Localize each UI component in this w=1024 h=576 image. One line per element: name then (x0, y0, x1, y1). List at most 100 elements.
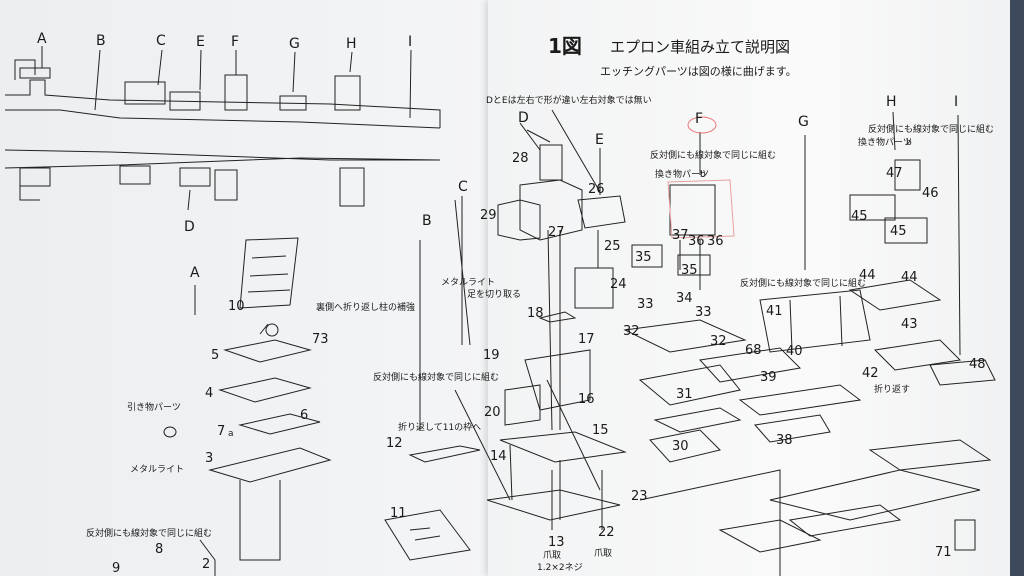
edge-strip (1010, 0, 1024, 576)
marker-a: A (190, 265, 200, 281)
part-35b: 35 (681, 263, 698, 278)
part-25: 25 (604, 239, 621, 254)
part-19: 19 (483, 348, 500, 363)
marker-b: B (422, 213, 432, 229)
part-45b: 45 (890, 224, 907, 239)
right-sheet (488, 0, 1024, 576)
part-20: 20 (484, 405, 501, 420)
part-18: 18 (527, 306, 544, 321)
part-36b: 36 (707, 234, 724, 249)
part-43: 43 (901, 317, 918, 332)
note-fold-to-11: 折り返して11の枠へ (398, 423, 482, 433)
part-8: 8 (155, 542, 164, 557)
label-a: 爪取 (543, 551, 562, 561)
note-d-e-shape: DとEは左右で形が違い左右対象では無い (486, 96, 652, 106)
part-40: 40 (786, 344, 803, 359)
part-48: 48 (969, 357, 986, 372)
note-mirror-h: 反対側にも線対象で同じに組む (868, 125, 995, 135)
overview-marker-g: G (289, 36, 300, 52)
part-10: 10 (228, 299, 245, 314)
note-mirror-left: 反対側にも線対象で同じに組む (373, 373, 500, 383)
marker-d: D (518, 110, 529, 126)
part-4: 4 (205, 386, 214, 401)
page-title: エプロン車組み立て説明図 (610, 38, 791, 56)
part-22: 22 (598, 525, 615, 540)
overview-marker-d: D (184, 219, 195, 235)
part-33a: 33 (637, 297, 654, 312)
marker-g: G (798, 114, 809, 130)
note-mirror-f: 反対側にも線対象で同じに組む (650, 151, 777, 161)
note-mirror-g: 反対側にも線対象で同じに組む (740, 279, 867, 289)
overview-marker-h: H (346, 36, 357, 52)
part-47: 47 (886, 166, 903, 181)
part-28: 28 (512, 151, 529, 166)
part-7: 7 (217, 424, 226, 439)
page-subtitle: エッチングパーツは図の様に曲げます。 (600, 65, 797, 78)
part-2: 2 (202, 557, 211, 572)
part-37: 37 (672, 228, 689, 243)
marker-i: I (954, 94, 959, 110)
note-mirror-bottom: 反対側にも線対象で同じに組む (86, 529, 213, 539)
marker-c: C (458, 179, 468, 195)
part-16: 16 (578, 392, 595, 407)
part-23: 23 (631, 489, 648, 504)
part-34: 34 (676, 291, 693, 306)
marker-e: E (595, 132, 604, 148)
part-46: 46 (922, 186, 939, 201)
part-14: 14 (490, 449, 507, 464)
note-cut-legs: 足を切り取る (467, 290, 522, 300)
part-17: 17 (578, 332, 595, 347)
part-45a: 45 (851, 209, 868, 224)
part-68: 68 (745, 343, 762, 358)
part-36a: 36 (688, 234, 705, 249)
part-41: 41 (766, 304, 783, 319)
label-b: 爪取 (594, 549, 613, 559)
part-35a: 35 (635, 250, 652, 265)
overview-marker-i: I (408, 34, 413, 50)
part-15: 15 (592, 423, 609, 438)
note-metal-light-center: メタルライト (441, 278, 496, 288)
overview-marker-e: E (196, 34, 205, 50)
note-replace-f: 換き物パーツ (655, 170, 709, 180)
part-42: 42 (862, 366, 879, 381)
overview-marker-a: A (37, 31, 47, 47)
note-replace-h: 換き物パーツ (858, 138, 912, 148)
part-32a: 32 (623, 324, 640, 339)
part-7-suffix: a (228, 429, 234, 439)
part-44a: 44 (859, 268, 876, 283)
note-replace-f-suffix: b (700, 170, 706, 180)
part-32b: 32 (710, 334, 727, 349)
part-6: 6 (300, 408, 309, 423)
marker-h: H (886, 94, 897, 110)
part-39: 39 (760, 370, 777, 385)
part-24: 24 (610, 277, 627, 292)
part-11: 11 (390, 506, 407, 521)
part-71: 71 (935, 545, 952, 560)
note-replace-h-suffix: b (906, 138, 912, 148)
part-27: 27 (548, 225, 565, 240)
marker-f: F (695, 111, 704, 127)
part-5: 5 (211, 348, 220, 363)
part-3: 3 (205, 451, 214, 466)
screw-note: 1.2×2ネジ (537, 563, 583, 573)
part-73: 73 (312, 332, 329, 347)
part-33b: 33 (695, 305, 712, 320)
part-30: 30 (672, 439, 689, 454)
part-31: 31 (676, 387, 693, 402)
part-38: 38 (776, 433, 793, 448)
note-back-fold: 裏側へ折り返し柱の補強 (316, 303, 416, 313)
figure-number: 1図 (548, 34, 582, 58)
note-fold: 折り返す (874, 385, 911, 395)
note-metal-light: メタルライト (130, 465, 185, 475)
part-12: 12 (386, 436, 403, 451)
part-29: 29 (480, 208, 497, 223)
part-13: 13 (548, 535, 565, 550)
overview-marker-b: B (96, 33, 106, 49)
part-26: 26 (588, 182, 605, 197)
note-replace-part: 引き物パーツ (127, 403, 181, 413)
left-sheet (0, 0, 500, 576)
part-9: 9 (112, 561, 121, 576)
overview-marker-c: C (156, 33, 166, 49)
overview-marker-f: F (231, 34, 240, 50)
